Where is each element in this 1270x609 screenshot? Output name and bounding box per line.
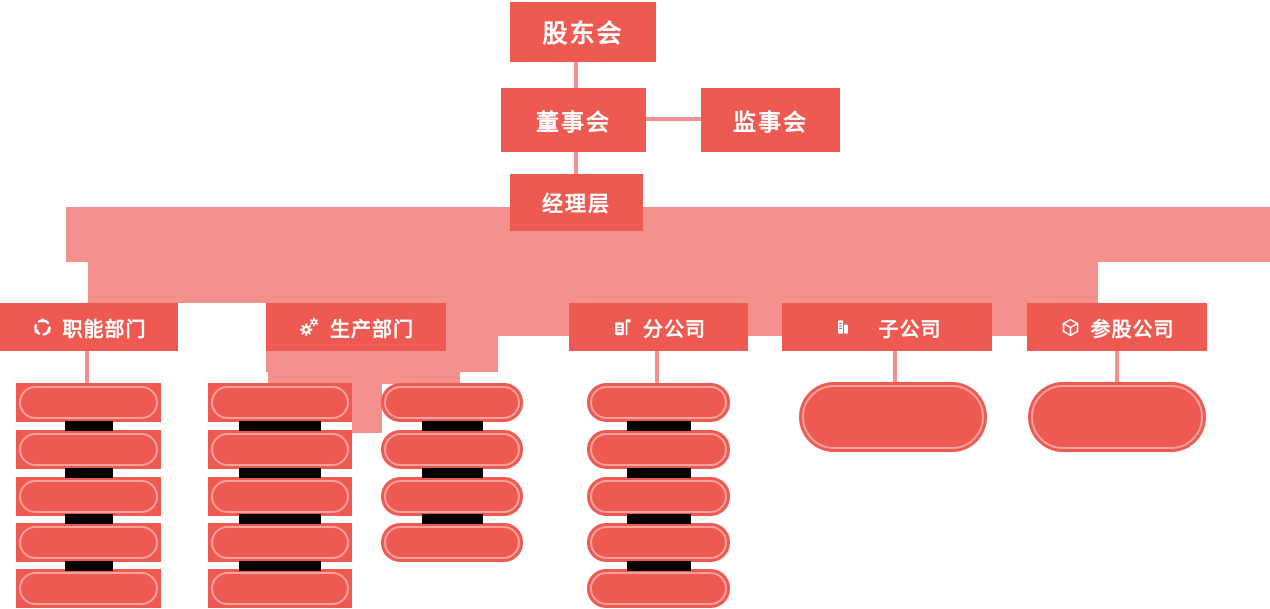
sub-unit-pill: [587, 477, 730, 516]
connector-line-equity-pill: [1115, 351, 1119, 383]
sub-unit-pill: [587, 523, 730, 562]
sub-unit-pill: [1028, 382, 1206, 452]
redacted-label-bar: [239, 421, 321, 431]
sub-unit-pill: [208, 383, 352, 422]
sub-unit-pill: [208, 523, 352, 562]
node-board-label: 董事会: [536, 109, 611, 135]
building-icon: [833, 317, 853, 337]
node-management-label: 经理层: [542, 192, 611, 216]
redacted-label-bar: [239, 468, 321, 478]
node-supervisors-label: 监事会: [733, 109, 808, 135]
gears-icon: [298, 316, 320, 338]
sub-unit-pill: [208, 569, 352, 608]
node-supervisors: 监事会: [701, 88, 840, 152]
connector-band-inset: [88, 262, 1098, 303]
connector-line-board-supervisors: [646, 117, 701, 121]
sub-unit-pill: [381, 477, 523, 516]
redacted-label-bar: [64, 561, 113, 571]
node-board: 董事会: [501, 88, 646, 152]
sub-unit-pill: [16, 569, 161, 608]
redacted-label-bar: [421, 514, 483, 524]
sub-unit-pill: [587, 569, 730, 608]
sub-unit-pill: [16, 477, 161, 516]
sub-unit-pill: [381, 523, 523, 562]
redacted-label-bar: [626, 514, 691, 524]
circular-arrows-icon: [32, 317, 53, 338]
sub-unit-pill: [587, 430, 730, 469]
sub-unit-pill: [208, 477, 352, 516]
redacted-label-bar: [421, 421, 483, 431]
sub-unit-pill: [208, 430, 352, 469]
sub-unit-pill: [799, 382, 987, 452]
sub-unit-pill: [16, 523, 161, 562]
redacted-label-bar: [64, 514, 113, 524]
header-production-label: 生产部门: [330, 318, 414, 341]
node-shareholders: 股东会: [510, 2, 656, 62]
connector-line-board-management: [574, 152, 578, 174]
building-flag-icon: [611, 316, 633, 338]
redacted-label-bar: [626, 421, 691, 431]
connector-line-functional-pills: [85, 351, 89, 384]
sub-unit-pill: [16, 383, 161, 422]
header-functional-departments: 职能部门: [0, 303, 178, 351]
sub-unit-pill: [381, 430, 523, 469]
redacted-label-bar: [421, 468, 483, 478]
connector-line-subsidiary-pill: [893, 351, 897, 383]
redacted-label-bar: [626, 561, 691, 571]
redacted-label-bar: [64, 468, 113, 478]
node-management: 经理层: [510, 174, 643, 231]
node-shareholders-label: 股东会: [542, 20, 624, 48]
redacted-label-bar: [64, 421, 113, 431]
header-equity-label: 参股公司: [1090, 318, 1175, 341]
header-branch-company: 分公司: [569, 303, 748, 351]
sub-unit-pill: [587, 383, 730, 422]
header-subsidiary-company: 子公司: [782, 303, 992, 351]
connector-line-branch-pills: [655, 351, 659, 384]
connector-band-main: [66, 207, 1270, 262]
header-functional-label: 职能部门: [62, 318, 147, 341]
redacted-label-bar: [239, 514, 321, 524]
redacted-label-bar: [626, 468, 691, 478]
header-subsidiary-label: 子公司: [878, 318, 942, 341]
redacted-label-bar: [239, 561, 321, 571]
cube-icon: [1060, 317, 1081, 338]
sub-unit-pill: [381, 383, 523, 422]
header-production-departments: 生产部门: [266, 303, 446, 351]
connector-line-shareholders-board: [574, 62, 578, 88]
header-equity-company: 参股公司: [1027, 303, 1207, 351]
header-branch-label: 分公司: [643, 318, 706, 341]
connector-band-production-column: [352, 372, 382, 433]
sub-unit-pill: [16, 430, 161, 469]
